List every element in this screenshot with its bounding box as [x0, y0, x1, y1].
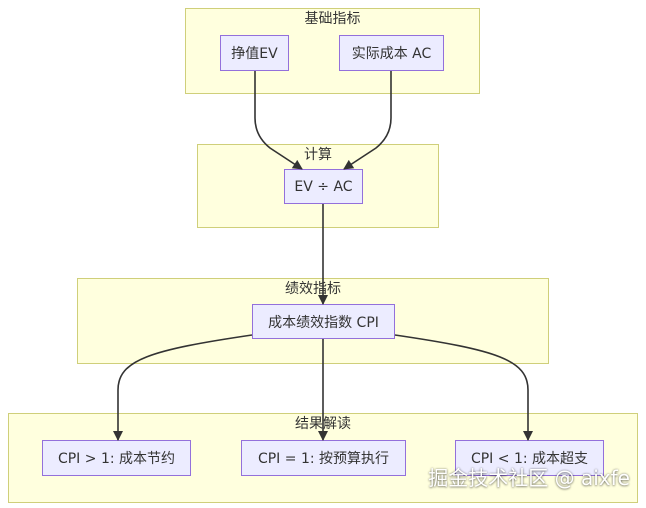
node-ac[interactable]: 实际成本 AC: [339, 35, 444, 71]
node-cpi-eq-1-label: CPI = 1: 按预算执行: [257, 451, 390, 467]
node-ev-div-ac[interactable]: EV ÷ AC: [284, 169, 363, 204]
node-cpi-label: 成本绩效指数 CPI: [268, 314, 379, 331]
cluster-title-basic-metrics: 基础指标: [304, 11, 361, 27]
node-cpi-lt-1-label: CPI < 1: 成本超支: [470, 451, 589, 467]
node-ev-label: 挣值EV: [231, 46, 278, 62]
node-cpi-eq-1[interactable]: CPI = 1: 按预算执行: [241, 440, 406, 476]
node-cpi-gt-1-label: CPI > 1: 成本节约: [57, 451, 176, 467]
node-ac-label: 实际成本 AC: [351, 46, 432, 62]
node-ev[interactable]: 挣值EV: [220, 35, 289, 71]
node-ev-div-ac-label: EV ÷ AC: [294, 178, 353, 195]
watermark-text: 掘金技术社区 @ aixfe: [428, 466, 630, 490]
cluster-calculation: 计算: [197, 144, 439, 228]
node-cpi-lt-1[interactable]: CPI < 1: 成本超支: [455, 440, 604, 476]
cluster-title-result-interpretation: 结果解读: [295, 416, 351, 432]
cluster-title-calculation: 计算: [304, 147, 332, 163]
node-cpi-gt-1[interactable]: CPI > 1: 成本节约: [42, 440, 191, 476]
cluster-title-performance-metrics: 绩效指标: [285, 281, 341, 297]
node-cpi[interactable]: 成本绩效指数 CPI: [252, 304, 395, 339]
